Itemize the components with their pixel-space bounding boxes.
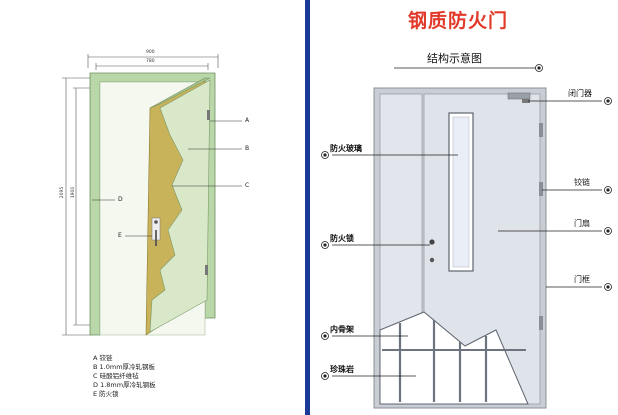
door-closer-arm	[522, 99, 530, 103]
hinge-upper	[207, 110, 210, 120]
fire-door-drawing	[321, 64, 612, 409]
part-letter-c: C	[245, 182, 250, 189]
left-door-diagram	[62, 54, 242, 336]
callout-internal-frame: 内骨架	[330, 325, 354, 334]
callout-door-frame: 门框	[574, 275, 590, 284]
callout-door-closer: 闭门器	[568, 89, 592, 98]
part-letter-a: A	[245, 117, 250, 124]
hinge-3	[539, 316, 543, 330]
lock-knob	[154, 220, 158, 224]
callout-fire-glass: 防火玻璃	[330, 144, 362, 153]
hinge-2	[539, 182, 543, 196]
callout-door-leaf: 门扇	[574, 219, 590, 228]
fire-glass-pane	[452, 116, 470, 268]
fire-lock-cylinder	[429, 257, 435, 263]
cutaway-section	[379, 311, 529, 405]
legend-item: B 1.0mm厚冷轧钢板	[93, 363, 156, 371]
door-closer	[507, 92, 531, 100]
left-callout-leaders	[332, 154, 458, 377]
fire-lock-knob	[429, 239, 435, 245]
side-dimension-lines	[62, 77, 92, 336]
door-face-panel	[149, 79, 211, 333]
door-leaf-edge	[149, 77, 211, 109]
top-dimension-lines	[87, 54, 219, 70]
part-letter-d: D	[118, 196, 123, 203]
dim-width-outer: 900	[146, 50, 155, 55]
bullet-icon	[321, 332, 329, 340]
right-callout-leaders	[498, 100, 602, 288]
part-letter-b: B	[245, 145, 250, 152]
bullet-icon	[604, 97, 612, 105]
bullet-icon	[321, 372, 329, 380]
part-letter-e: E	[118, 232, 122, 239]
callout-fire-lock: 防火锁	[330, 234, 354, 243]
dim-width-inner: 780	[146, 59, 155, 64]
sub-title: 结构示意图	[427, 52, 482, 65]
bullet-icon	[604, 283, 612, 291]
legend-item: A 铰链	[93, 354, 113, 362]
right-callout-bullets	[604, 97, 612, 291]
panel-divider	[305, 0, 310, 415]
subtitle-bullet-icon	[535, 64, 543, 72]
fire-door-structure-panel: 钢质防火门 结构示意图	[310, 0, 618, 415]
bullet-icon	[321, 151, 329, 159]
legend-item: D 1.8mm厚冷轧钢板	[93, 381, 156, 389]
part-callout-lines	[92, 120, 242, 237]
main-title: 钢质防火门	[408, 10, 509, 32]
bullet-icon	[321, 241, 329, 249]
bullet-icon	[604, 186, 612, 194]
dim-height-outer: 2095	[60, 186, 66, 199]
parts-legend: A 铰链 B 1.0mm厚冷轧钢板 C 硅酸铝纤维毡 D 1.8mm厚冷轧钢板 …	[93, 354, 156, 399]
callout-perlite: 珍珠岩	[330, 365, 354, 374]
subtitle-bullet-dot	[537, 66, 541, 70]
hinge-lower	[205, 265, 208, 275]
left-callout-bullets	[321, 151, 329, 380]
callout-hinge: 铰链	[574, 178, 590, 187]
legend-item: C 硅酸铝纤维毡	[93, 372, 139, 380]
legend-item: E 防火锁	[93, 390, 119, 398]
bullet-icon	[604, 227, 612, 235]
hinge-1	[539, 123, 543, 137]
dim-height-inner: 1900	[71, 186, 77, 199]
left-door-diagram-panel: 900 780 2095 1900 A B C D E A 铰链 B 1.0mm…	[0, 0, 305, 415]
